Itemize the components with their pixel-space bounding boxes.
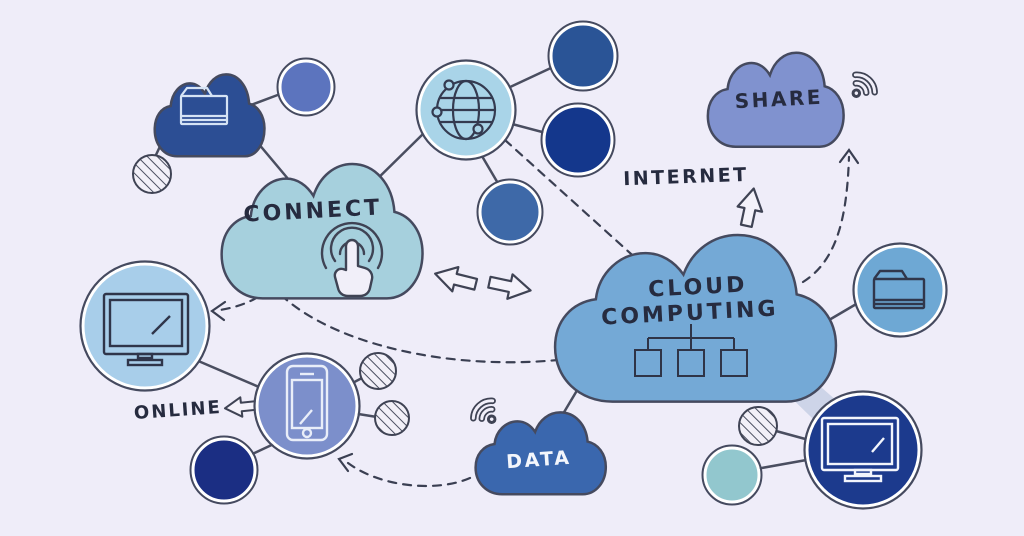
hatched-circle [374, 400, 410, 436]
dot-circle-teal [703, 446, 761, 504]
hatched-circle [359, 352, 397, 390]
dot-circle-navy [542, 104, 614, 176]
online-label: ONLINE [133, 397, 222, 424]
connector-line [774, 429, 811, 442]
phone-circle-ring [253, 352, 361, 460]
storage-circle [854, 244, 946, 336]
cloud-computing-node: CLOUD COMPUTING [555, 235, 836, 402]
dashed-link-cloud-share [801, 155, 851, 284]
storage-node [852, 242, 948, 338]
folder-cloud-node [153, 73, 266, 158]
dot-circle-deep-navy [191, 437, 257, 503]
arrowhead [838, 148, 860, 165]
monitor-icon [820, 416, 900, 483]
dot-circle-blue [478, 180, 542, 244]
share-label: SHARE [734, 85, 823, 114]
connector-line [194, 358, 268, 392]
desktop-circle-ring [803, 390, 923, 510]
arrow-up-icon [736, 187, 764, 229]
dot-circle-periwinkle [278, 59, 334, 115]
connector-line [510, 122, 548, 135]
hand-pointer [333, 238, 374, 298]
dot-circle-ring [701, 444, 763, 506]
touch-tap-icon [320, 221, 384, 298]
hatched-circle [132, 154, 172, 194]
folder-icon [872, 269, 926, 310]
arrow-right-icon [487, 273, 532, 300]
desktop-circle [805, 392, 921, 508]
wifi-icon [470, 397, 497, 424]
storage-circle-ring [852, 242, 948, 338]
dot-circle-ring [276, 57, 336, 117]
connector-line [506, 65, 555, 90]
desktop-node [803, 390, 923, 510]
dashed-link-globe-cloud [503, 138, 642, 264]
monitor-node [79, 260, 211, 392]
share-cloud-node: SHARE [706, 51, 845, 148]
monitor-circle-ring [79, 260, 211, 392]
data-label: DATA [506, 447, 573, 473]
cloud-computing-label-line1: CLOUD [648, 272, 748, 302]
dot-circle-steel [549, 22, 617, 90]
arrow-left-icon [433, 265, 479, 293]
dot-circle-ring [540, 102, 616, 178]
monitor-icon [102, 292, 190, 367]
globe-node [415, 59, 517, 161]
connect-cloud [219, 162, 425, 300]
wifi-icon [851, 71, 878, 98]
dashed-link-data-phone [346, 461, 472, 488]
arrowhead [210, 300, 227, 322]
dot-circle-ring [476, 178, 544, 246]
phone-circle [255, 354, 359, 458]
internet-label: INTERNET [623, 164, 749, 190]
arrowhead [337, 452, 354, 473]
connect-cloud-node: CONNECT [219, 162, 425, 300]
data-cloud-node: DATA [474, 411, 607, 496]
hatched-circle [738, 406, 778, 446]
globe-circle-ring [415, 59, 517, 161]
globe-icon [431, 79, 497, 141]
phone-node [253, 352, 361, 460]
smartphone-icon [285, 364, 329, 442]
connector-line [754, 457, 814, 471]
network-tree-icon [634, 324, 748, 377]
folder-icon [179, 86, 229, 126]
dot-circle-ring [547, 20, 619, 92]
dot-circle-ring [189, 435, 259, 505]
